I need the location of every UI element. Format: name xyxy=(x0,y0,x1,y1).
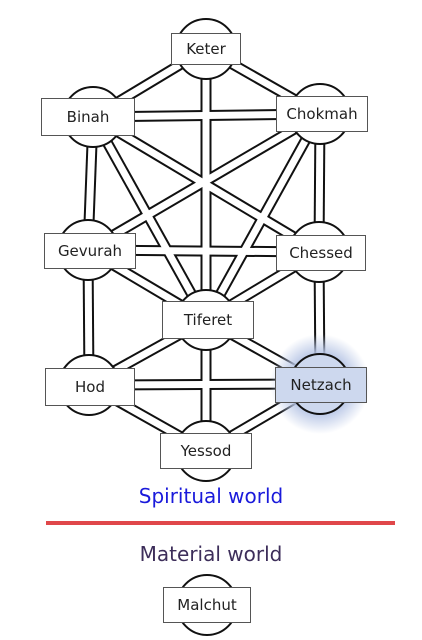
path-binah-tiferet xyxy=(89,115,210,322)
sefirah-chokmah[interactable]: Chokmah xyxy=(276,96,368,132)
sefirah-gevurah[interactable]: Gevurah xyxy=(44,233,136,269)
sefirah-tiferet[interactable]: Tiferet xyxy=(162,301,254,339)
path-chokmah-gevurah xyxy=(86,110,322,254)
sefirah-keter[interactable]: Keter xyxy=(171,33,241,65)
world-divider xyxy=(46,521,395,525)
sefirah-hod[interactable]: Hod xyxy=(45,368,135,406)
sefirah-malchut[interactable]: Malchut xyxy=(163,587,251,623)
sefirah-binah[interactable]: Binah xyxy=(41,98,135,136)
material-world-label: Material world xyxy=(139,542,283,566)
path-chokmah-tiferet xyxy=(202,112,324,322)
sefirah-chessed[interactable]: Chessed xyxy=(276,235,366,271)
sefirah-yessod[interactable]: Yessod xyxy=(160,433,252,469)
sefirah-netzach[interactable]: Netzach xyxy=(275,367,367,403)
spiritual-world-label: Spiritual world xyxy=(138,484,284,508)
